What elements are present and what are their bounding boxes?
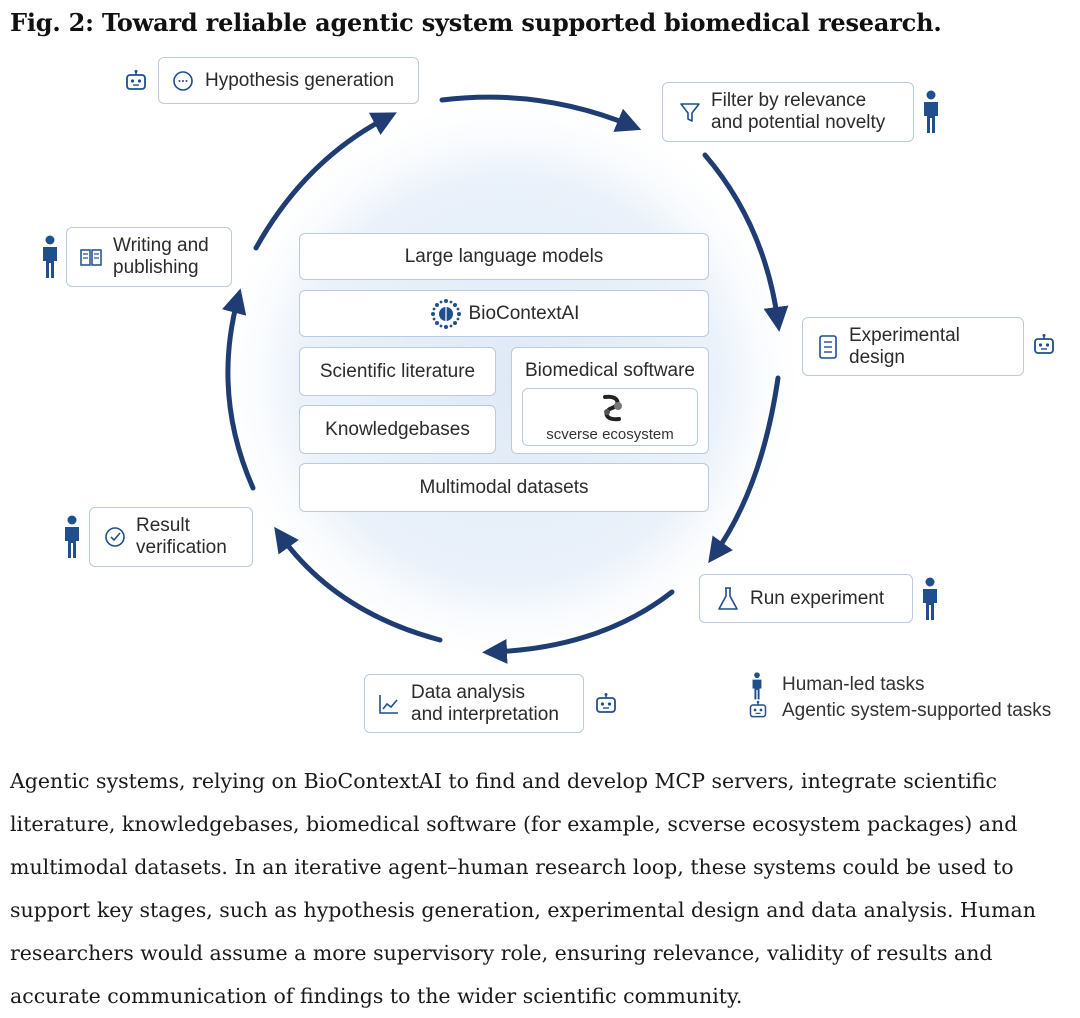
document-list-icon — [817, 334, 839, 360]
scverse-ecosystem-box: scverse ecosystem — [522, 388, 698, 446]
arrow-analysis-to-verification — [274, 526, 443, 643]
stage-label-line1: Filter by relevance — [711, 90, 867, 112]
arrow-writing-to-hypothesis — [253, 112, 397, 251]
arrow-hypothesis-to-filter — [439, 94, 642, 132]
large-language-models-box: Large language models — [299, 233, 709, 280]
scverse-ecosystem-label: scverse ecosystem — [546, 426, 674, 443]
figure-caption: Agentic systems, relying on BioContextAI… — [10, 769, 1036, 1008]
biocontextai-label: BioContextAI — [468, 302, 580, 324]
stage-label-line1: Writing and — [113, 235, 209, 257]
stage-label-line2: and potential novelty — [711, 112, 886, 133]
line-chart-icon — [377, 692, 401, 716]
check-circle-icon — [104, 526, 126, 548]
stage-hypothesis-generation: Hypothesis generation — [158, 57, 419, 104]
chat-bubble-icon — [171, 69, 195, 93]
legend-agentic-label: Agentic system-supported tasks — [782, 700, 1052, 721]
stage-label-line1: Data analysis — [411, 681, 526, 703]
arrow-design-to-run — [708, 375, 781, 564]
person-icon — [919, 577, 941, 626]
robot-icon — [1032, 333, 1056, 362]
flask-icon — [716, 586, 740, 612]
legend-person-icon — [750, 672, 764, 705]
legend-robot-icon — [748, 700, 768, 725]
biocontextai-logo-icon — [429, 297, 463, 331]
biocontextai-box: BioContextAI — [299, 290, 709, 337]
person-icon — [39, 235, 61, 284]
stage-label: Hypothesis generation — [205, 69, 395, 91]
stage-label-line1: Result — [136, 515, 190, 537]
multimodal-datasets-box: Multimodal datasets — [299, 463, 709, 512]
stage-label-line2: and interpretation — [411, 703, 559, 725]
arrow-run-to-analysis — [482, 589, 675, 664]
scientific-literature-box: Scientific literature — [299, 347, 496, 396]
stage-label-line2: verification — [136, 537, 227, 558]
stage-label-line2: design — [849, 346, 905, 368]
funnel-icon — [679, 100, 701, 124]
person-icon — [61, 515, 83, 564]
stage-label-line1: Experimental — [849, 324, 960, 346]
arrow-filter-to-design — [702, 152, 789, 332]
scverse-logo-icon — [599, 393, 625, 429]
stage-label-line2: publishing — [113, 257, 199, 278]
arrow-verification-to-writing — [222, 288, 256, 491]
stage-label: Run experiment — [750, 587, 885, 609]
figure-title: Fig. 2: Toward reliable agentic system s… — [10, 8, 942, 37]
robot-icon — [124, 69, 148, 98]
open-book-icon — [79, 246, 103, 268]
biomedical-software-box: Biomedical software scverse ecosystem — [511, 347, 709, 454]
legend-human-label: Human-led tasks — [782, 674, 925, 695]
biomedical-software-label: Biomedical software — [524, 360, 696, 381]
robot-icon — [594, 692, 618, 721]
knowledgebases-box: Knowledgebases — [299, 405, 496, 454]
stage-run-experiment: Run experiment — [699, 574, 913, 623]
person-icon — [920, 90, 942, 139]
